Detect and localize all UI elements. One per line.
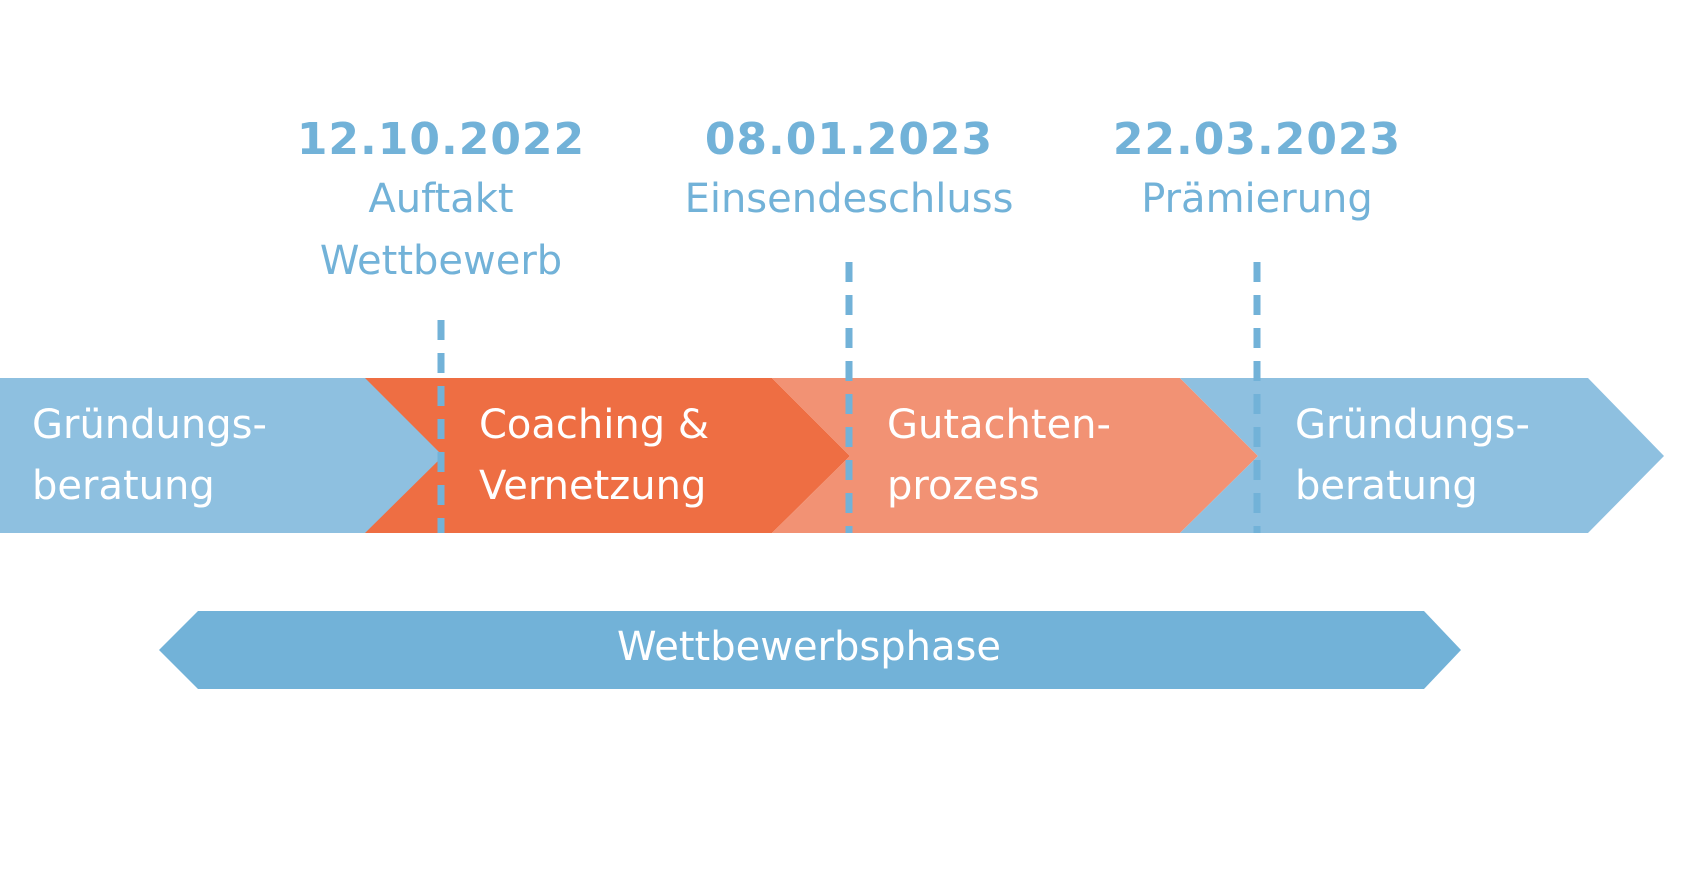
phase-label-gutachtenprozess: Gutachten- prozess (887, 402, 1111, 509)
milestone-date: 08.01.2023 (704, 114, 994, 165)
milestone-label: Auftakt Wettbewerb (319, 176, 563, 284)
phase-arrow-gruendungsberatung-start (0, 378, 445, 533)
milestone-auftakt: 12.10.2022 Auftakt Wettbewerb (251, 112, 631, 292)
phase-label-gruendungsberatung-start: Gründungs- beratung (32, 402, 267, 509)
milestone-date: 12.10.2022 (296, 114, 586, 165)
milestone-date: 22.03.2023 (1112, 114, 1402, 165)
milestone-label: Einsendeschluss (684, 176, 1014, 222)
phase-label-coaching-vernetzung: Coaching & Vernetzung (479, 402, 710, 509)
phase-arrow-coaching-vernetzung (365, 378, 850, 533)
milestone-einsendeschluss: 08.01.2023 Einsendeschluss (659, 112, 1039, 230)
phase-label-gruendungsberatung-end: Gründungs- beratung (1295, 402, 1530, 509)
competition-phase-double-arrow (159, 611, 1461, 689)
milestone-label: Prämierung (1141, 176, 1373, 222)
phase-arrow-gruendungsberatung-end (1180, 378, 1664, 533)
milestone-praemierung: 22.03.2023 Prämierung (1067, 112, 1447, 230)
phase-arrow-gutachtenprozess (772, 378, 1258, 533)
competition-phase-label: Wettbewerbsphase (617, 624, 1001, 670)
